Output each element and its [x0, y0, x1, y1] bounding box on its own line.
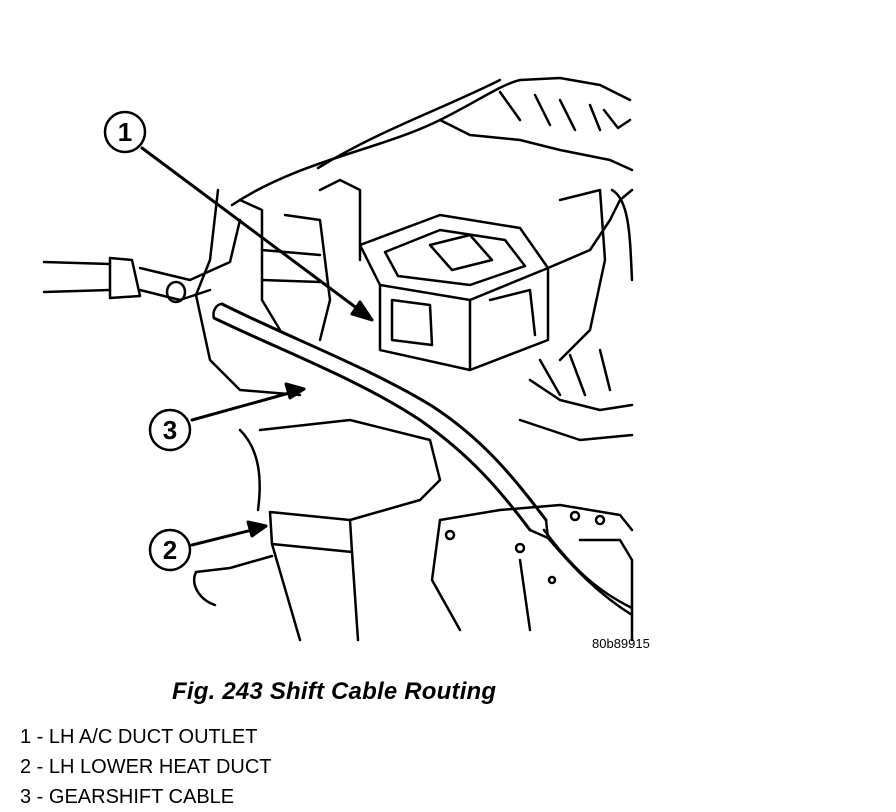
lh-ac-duct-outlet-part	[194, 178, 362, 397]
callout-2: 2	[148, 528, 192, 572]
callout-1-leader	[140, 146, 372, 320]
callout-3: 3	[148, 408, 192, 452]
legend-list: 1 - LH A/C DUCT OUTLET 2 - LH LOWER HEAT…	[20, 722, 272, 812]
callout-1: 1	[103, 110, 147, 154]
shift-cable-routing-illustration: 1 3 2	[42, 76, 634, 642]
legend-item-1: 1 - LH A/C DUCT OUTLET	[20, 726, 258, 748]
console-bracket	[430, 503, 634, 642]
figure-caption: Fig. 243 Shift Cable Routing	[172, 678, 497, 705]
legend-item-3: 3 - GEARSHIFT CABLE	[20, 786, 235, 808]
ac-duct-outlet-box	[358, 213, 550, 372]
leader-lines	[140, 146, 374, 547]
steering-column	[42, 218, 242, 304]
legend-item-2: 2 - LH LOWER HEAT DUCT	[20, 756, 272, 778]
dash-panel	[230, 76, 634, 282]
callout-1-arrowhead	[350, 300, 374, 322]
heater-housing	[518, 188, 634, 442]
callout-3-number: 3	[163, 415, 177, 445]
floor-tunnel	[193, 418, 442, 642]
callout-2-arrowhead	[246, 520, 268, 538]
callout-1-number: 1	[118, 117, 132, 147]
callout-3-arrowhead	[284, 382, 306, 400]
callout-2-leader	[190, 526, 262, 547]
callout-2-number: 2	[163, 535, 177, 565]
gearshift-cable-part	[212, 302, 634, 617]
figure-id-code: 80b89915	[592, 636, 650, 651]
callout-3-leader	[190, 388, 302, 422]
